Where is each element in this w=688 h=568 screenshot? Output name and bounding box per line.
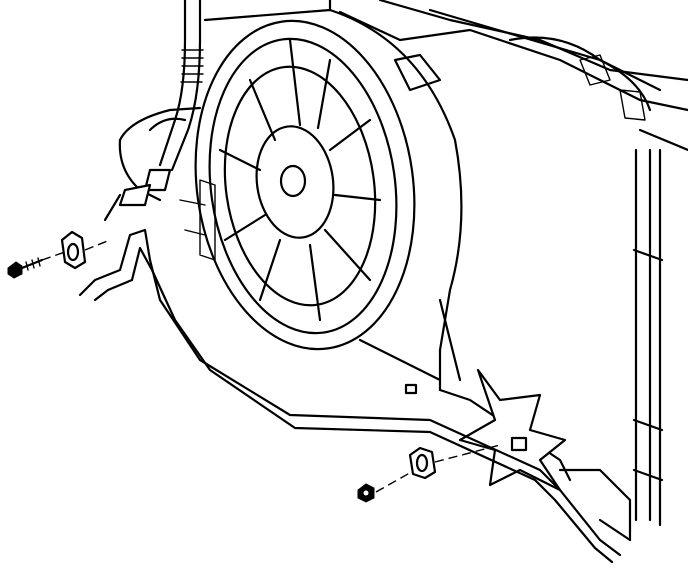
fan-shroud <box>203 8 572 492</box>
cooling-fan <box>179 19 416 351</box>
radiator <box>328 0 688 542</box>
refrigerant-line <box>78 0 622 564</box>
bolt-alignment-line <box>41 251 66 261</box>
nut <box>357 483 375 503</box>
nut-alignment-line <box>375 469 416 493</box>
line-clip-bottom <box>408 444 501 480</box>
bracket-bolt <box>7 257 44 279</box>
line-clip-left <box>60 230 111 270</box>
